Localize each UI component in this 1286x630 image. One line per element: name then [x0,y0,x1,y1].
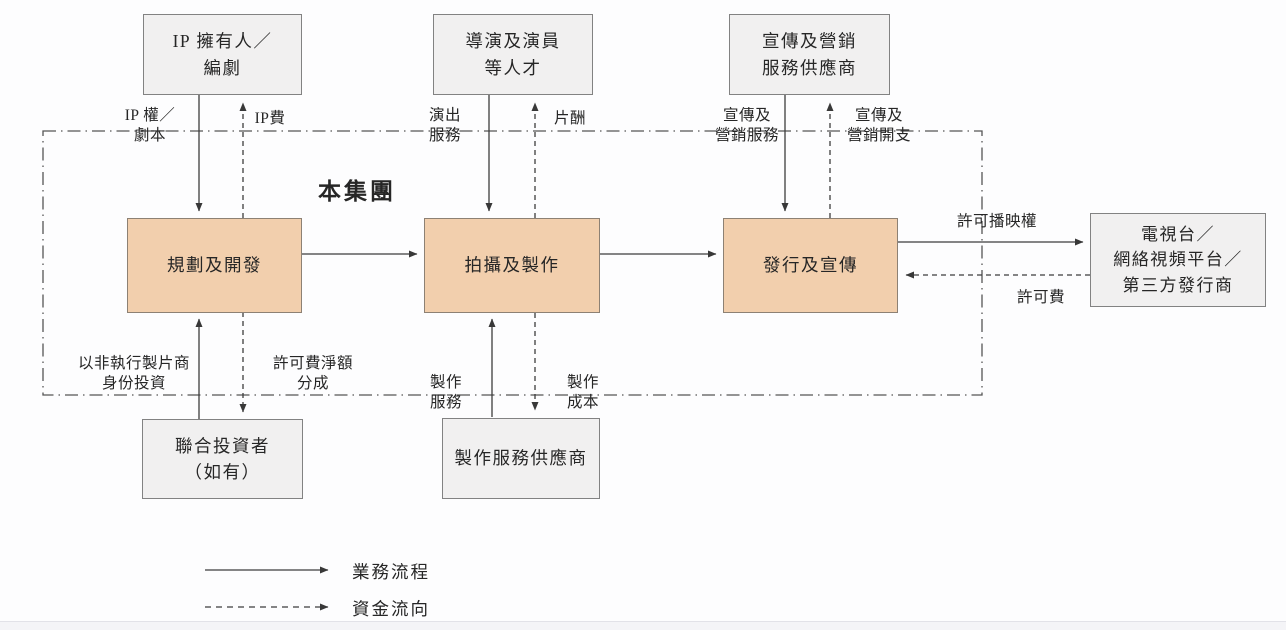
node-distribution-promotion: 發行及宣傳 [723,218,898,313]
node-talent: 導演及演員 等人才 [433,14,593,95]
node-filming-production-label: 拍攝及製作 [464,255,560,276]
node-ip-owner-line1: IP 擁有人／ [172,31,273,52]
flow-label-ip-fee: IP費 [254,110,286,127]
node-talent-line1: 導演及演員 [465,31,561,52]
node-co-investors-line1: 聯合投資者 [175,435,270,456]
node-production-provider: 製作服務供應商 [442,418,600,499]
node-marketing-provider-line1: 宣傳及營銷 [762,31,857,52]
node-tv-platform-line1: 電視台／ [1141,224,1215,244]
node-talent-line2: 等人才 [484,57,542,78]
node-planning-development-label: 規劃及開發 [167,255,262,276]
flow-label-license-fee-net-share: 許可費淨額 分成 [272,355,354,393]
group-boundary [42,130,983,396]
node-production-provider-label: 製作服務供應商 [454,448,588,469]
page-bottom-edge [0,621,1286,630]
flow-label-invest-as-non-exec-producer: 以非執行製片商 身份投資 [77,355,191,393]
node-ip-owner-line2: 編劇 [203,57,242,78]
flow-label-remuneration: 片酬 [553,110,587,127]
node-co-investors: 聯合投資者 （如有） [142,419,303,499]
node-ip-owner: IP 擁有人／ 編劇 [143,14,302,95]
flow-label-production-cost: 製作 成本 [566,374,600,412]
flow-label-licensed-broadcast-rights: 許可播映權 [956,213,1038,230]
node-tv-platform: 電視台／ 網絡視頻平台／ 第三方發行商 [1090,213,1266,307]
group-title: 本集團 [318,179,396,204]
flow-label-license-fee: 許可費 [1016,289,1066,306]
flow-label-production-service: 製作 服務 [429,374,463,412]
legend-business-flow-label: 業務流程 [352,562,430,582]
node-tv-platform-line2: 網絡視頻平台／ [1113,250,1243,270]
node-co-investors-line2: （如有） [184,462,261,482]
node-marketing-provider: 宣傳及營銷 服務供應商 [729,14,890,95]
node-planning-development: 規劃及開發 [127,218,302,313]
flow-label-performance-service: 演出 服務 [428,107,462,145]
node-filming-production: 拍攝及製作 [424,218,600,313]
node-marketing-provider-line2: 服務供應商 [762,57,857,78]
node-distribution-promotion-label: 發行及宣傳 [763,255,858,276]
legend-fund-flow-label: 資金流向 [352,599,430,619]
node-tv-platform-line3: 第三方發行商 [1122,275,1234,295]
flow-label-ip-rights: IP 權／ 劇本 [124,107,176,145]
flow-label-marketing-expense: 宣傳及 營銷開支 [846,107,912,145]
flow-label-marketing-service: 宣傳及 營銷服務 [714,107,780,145]
